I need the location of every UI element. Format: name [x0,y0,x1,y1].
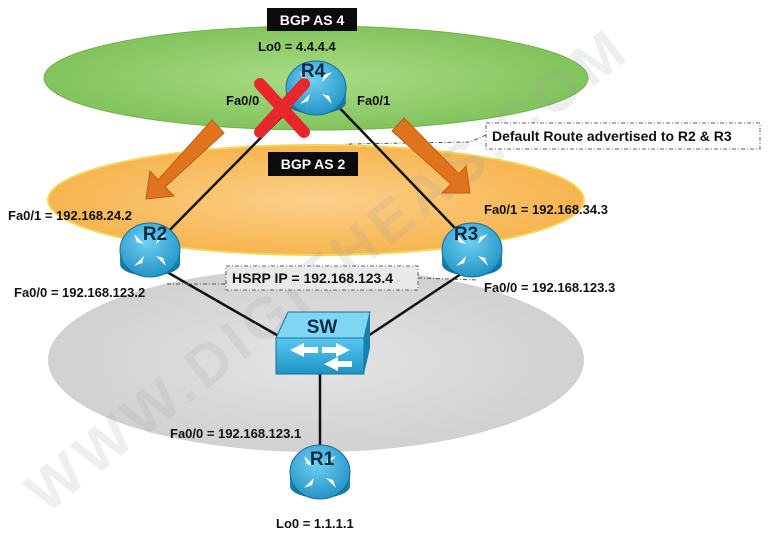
link-r3-sw [364,266,471,340]
r1-name: R1 [310,449,335,470]
r4-fa01-label: Fa0/1 [357,93,390,108]
default-route-callout: Default Route advertised to R2 & R3 [485,122,761,150]
as4-title: BGP AS 4 [280,12,345,28]
hsrp-text: HSRP IP = 192.168.123.4 [232,270,393,286]
arrow-to-r2 [145,119,225,200]
r3-fa01-label: Fa0/1 = 192.168.34.3 [484,202,608,217]
default-route-text: Default Route advertised to R2 & R3 [492,128,732,144]
r4-name: R4 [301,61,326,82]
as2-title-box: BGP AS 2 [268,152,358,176]
switch-sw[interactable] [275,311,371,375]
arrow-icon [145,117,471,200]
link-r4-r3 [329,97,479,253]
x-mark-icon [254,78,310,138]
r2-fa01-label: Fa0/1 = 192.168.24.2 [8,208,132,223]
link-r2-sw [159,266,283,340]
r1-fa00-label: Fa0/0 = 192.168.123.1 [170,426,301,441]
hsrp-leader-right [417,277,479,281]
default-route-leader [345,134,487,145]
r2-name: R2 [143,224,167,245]
sw-name: SW [307,317,338,338]
r2-fa00-label: Fa0/0 = 192.168.123.2 [14,285,145,300]
as4-title-box: BGP AS 4 [267,8,357,31]
r1-loopback: Lo0 = 1.1.1.1 [276,516,354,531]
r3-name: R3 [454,224,478,245]
links [147,97,479,455]
r4-loopback: Lo0 = 4.4.4.4 [258,39,336,54]
r3-fa00-label: Fa0/0 = 192.168.123.3 [484,280,615,295]
hsrp-callout: HSRP IP = 192.168.123.4 [225,265,419,291]
arrow-to-r3 [391,117,471,194]
as2-title: BGP AS 2 [281,156,346,172]
r4-fa00-label: Fa0/0 [226,93,259,108]
